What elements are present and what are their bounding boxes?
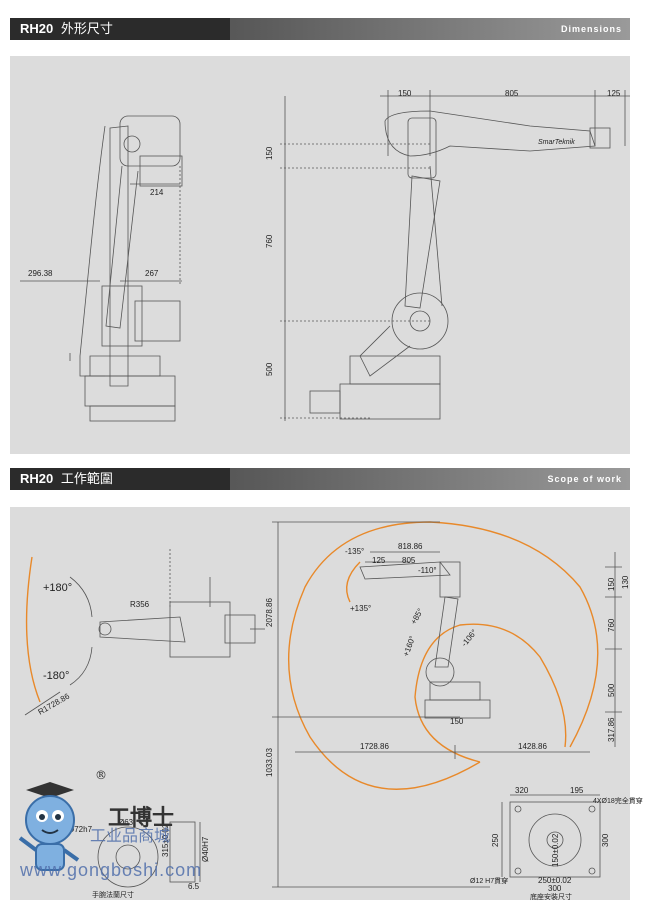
dimensions-title: RH20 外形尺寸	[10, 18, 230, 40]
r356: R356	[130, 600, 150, 609]
dimensions-panel: 214 296.38 267 150 805 125 150 760 500 S…	[10, 56, 630, 454]
base-300: 300	[601, 833, 610, 847]
title-cn-2: 工作範圍	[60, 471, 113, 486]
flange-72: Ø72h7	[68, 825, 93, 834]
arm-brand: SmarTeknik	[538, 139, 575, 146]
model-name: RH20	[20, 21, 54, 36]
base-195: 195	[570, 786, 584, 795]
base-150: 150±0.02	[551, 833, 560, 867]
dim-150b: 150	[450, 717, 464, 726]
ang-85: +85°	[409, 607, 425, 626]
dim-top-125: 125	[607, 89, 621, 98]
flange-caption: 手腕法蘭尺寸	[92, 890, 134, 899]
dim-v760: 760	[265, 234, 274, 248]
ang-135b: +135°	[350, 604, 371, 613]
r500: 500	[607, 683, 616, 697]
base-caption: 底座安裝尺寸	[530, 892, 572, 901]
rot-minus180: -180°	[43, 670, 69, 682]
base-250: 250	[491, 833, 500, 847]
scope-title-en: Scope of work	[547, 474, 622, 484]
rot-plus180: +180°	[43, 582, 72, 594]
base-holes: 4XØ18完全貫穿	[593, 796, 643, 805]
dimensions-drawing: 214 296.38 267 150 805 125 150 760 500 S…	[20, 89, 630, 422]
dim-818: 818.86	[398, 542, 423, 551]
w1728: 1728.86	[360, 742, 389, 751]
r130: 130	[621, 575, 630, 589]
model-name-2: RH20	[20, 471, 54, 486]
flange-63: Ø63	[118, 818, 134, 827]
ang-135a: -135°	[345, 547, 364, 556]
ang-110: -110°	[418, 566, 437, 575]
site-url: www.gongboshi.com	[20, 860, 203, 880]
scope-panel: +180° -180° R356 R1728.86 -135° 818.86 1…	[10, 507, 643, 901]
scope-drawing: +180° -180° R356 R1728.86 -135° 818.86 1…	[24, 521, 643, 901]
w1428: 1428.86	[518, 742, 547, 751]
dim-v500: 500	[265, 362, 274, 376]
logo-cn: 工博士	[108, 805, 175, 831]
dim-top-805: 805	[505, 89, 519, 98]
dim-125: 125	[372, 556, 386, 565]
base-300b: 300	[548, 884, 562, 893]
base-320: 320	[515, 786, 529, 795]
dim-267: 267	[145, 269, 159, 278]
r760: 760	[607, 618, 616, 632]
h2078: 2078.86	[265, 598, 274, 627]
scope-title: RH20 工作範圍	[10, 468, 230, 490]
r150: 150	[607, 577, 616, 591]
dim-top-150: 150	[398, 89, 412, 98]
base-pin: Ø12 H7貫穿	[470, 876, 508, 885]
flange-6-5: 6.5	[188, 882, 200, 891]
registered-mark: ®	[95, 768, 107, 782]
base-250c: 250±0.02	[538, 876, 572, 885]
h1033: 1033.03	[265, 748, 274, 777]
ang-160: +160°	[401, 635, 417, 658]
r317: 317.86	[607, 717, 616, 742]
shop-cn: 工业品商城	[90, 828, 171, 845]
dim-296: 296.38	[28, 269, 53, 278]
dimensions-header: RH20 外形尺寸 Dimensions	[10, 18, 630, 40]
dim-805: 805	[402, 556, 416, 565]
dim-214: 214	[150, 188, 164, 197]
scope-header: RH20 工作範圍 Scope of work	[10, 468, 630, 490]
title-cn: 外形尺寸	[60, 21, 113, 36]
gongboshi-mascot-icon	[14, 780, 84, 880]
dimensions-title-en: Dimensions	[560, 24, 622, 34]
ang-106: -106°	[460, 628, 479, 649]
flange-40: Ø40H7	[201, 836, 210, 862]
dim-v150: 150	[265, 146, 274, 160]
flange-315: 315±0.02	[161, 823, 170, 857]
